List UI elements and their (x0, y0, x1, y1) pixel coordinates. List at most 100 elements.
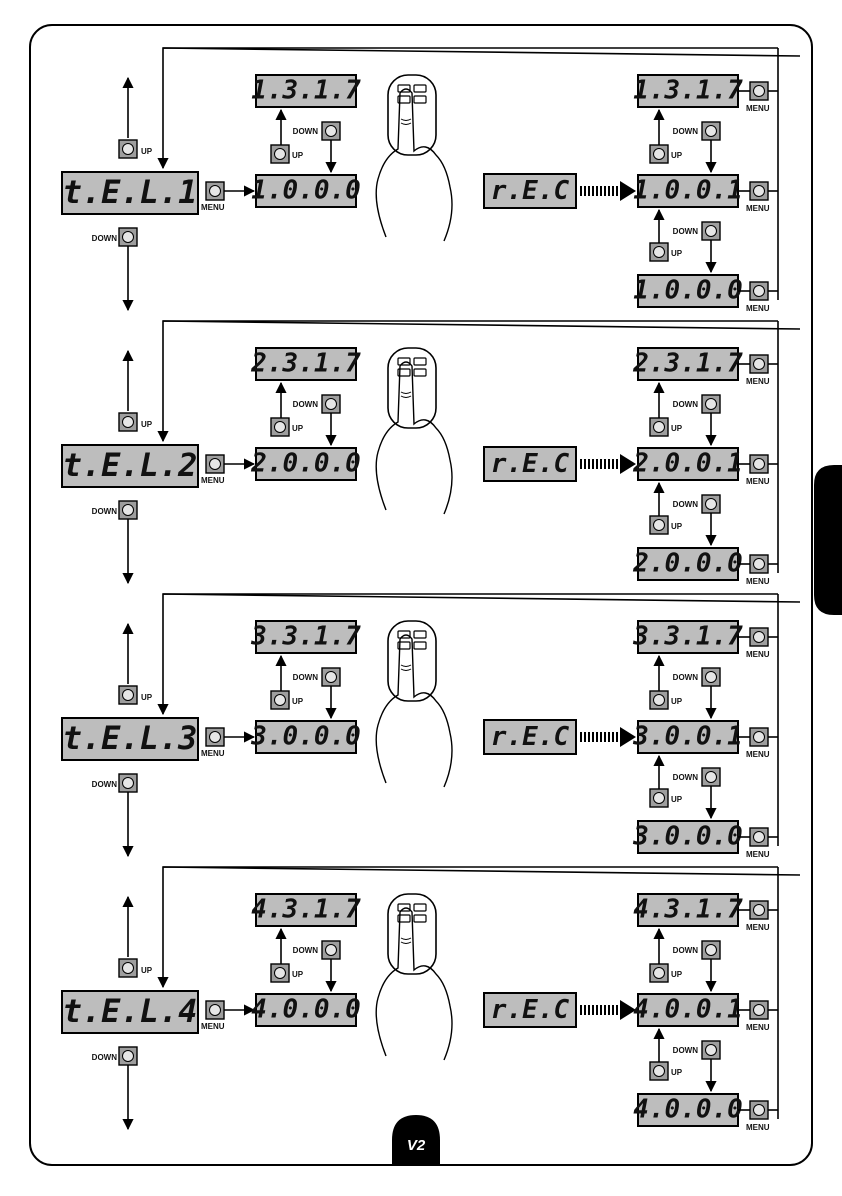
down-label: DOWN (673, 227, 699, 236)
upper-value-display-frame (637, 74, 739, 108)
menu-button-circle (753, 904, 765, 916)
up-button-circle (274, 421, 286, 433)
down-button-circle (705, 944, 717, 956)
channel-row-1: t.E.L.1UPDOWNMENU1.3.1.71.0.0.0UPDOWNr.E… (61, 47, 801, 313)
down-label: DOWN (92, 507, 118, 516)
lower-value-display: 4.0.0.0 (633, 1095, 743, 1125)
menu-button-circle (209, 185, 221, 197)
menu-button-circle (753, 831, 765, 843)
learned-value-display-frame (637, 720, 739, 754)
down-label: DOWN (673, 1046, 699, 1055)
footer-tab (392, 1115, 440, 1165)
remote-hand-icon (375, 893, 453, 1061)
learned-value-display: 2.0.0.1 (632, 449, 743, 479)
down-button-circle (325, 944, 337, 956)
lower-value-display-frame (637, 820, 739, 854)
top-value-display-frame (255, 74, 357, 108)
up-label: UP (141, 966, 153, 975)
upper-value-display: 1.3.1.7 (633, 76, 743, 106)
v2-logo: V2 (407, 1137, 426, 1154)
up-button-circle (122, 962, 134, 974)
lower-value-display: 2.0.0.0 (632, 549, 743, 579)
rec-display-frame (483, 173, 577, 209)
learned-value-display: 1.0.0.1 (633, 176, 743, 206)
up-button-circle (653, 967, 665, 979)
learned-value-display-frame (637, 447, 739, 481)
down-button-circle (705, 498, 717, 510)
up-button-circle (653, 694, 665, 706)
menu-button-circle (753, 185, 765, 197)
menu-display-frame (61, 717, 199, 761)
top-value-display-frame (255, 347, 357, 381)
menu-label: MENU (746, 750, 770, 759)
channel-row-3: t.E.L.3UPDOWNMENU3.3.1.73.0.0.0UPDOWNr.E… (61, 593, 801, 859)
menu-display-frame (61, 444, 199, 488)
menu-label: MENU (746, 1023, 770, 1032)
up-button-circle (122, 689, 134, 701)
rec-display-frame (483, 992, 577, 1028)
up-label: UP (141, 420, 153, 429)
upper-value-display-frame (637, 620, 739, 654)
menu-display-frame (61, 990, 199, 1034)
menu-label: MENU (201, 203, 225, 212)
dotted-arrow-head (620, 727, 636, 747)
down-button-circle (705, 125, 717, 137)
up-button-circle (653, 792, 665, 804)
menu-label: MENU (201, 749, 225, 758)
top-value-display: 4.3.1.7 (251, 895, 361, 925)
start-value-display-frame (255, 447, 357, 481)
down-label: DOWN (92, 780, 118, 789)
rec-display: r.E.C (491, 722, 570, 752)
upper-value-display: 4.3.1.7 (633, 895, 743, 925)
menu-button-circle (209, 458, 221, 470)
rec-display-frame (483, 719, 577, 755)
menu-label: MENU (746, 304, 770, 313)
lower-value-display: 1.0.0.0 (633, 276, 743, 306)
up-button-circle (653, 148, 665, 160)
rec-display: r.E.C (491, 995, 570, 1025)
up-button-circle (653, 421, 665, 433)
down-label: DOWN (293, 673, 319, 682)
menu-label: MENU (746, 1123, 770, 1132)
channel-row-4: t.E.L.4UPDOWNMENU4.3.1.74.0.0.0UPDOWNr.E… (61, 866, 801, 1132)
menu-label: MENU (201, 1022, 225, 1031)
up-button-circle (274, 694, 286, 706)
up-button-circle (122, 143, 134, 155)
menu-label: MENU (746, 104, 770, 113)
start-value-display-frame (255, 720, 357, 754)
up-label: UP (671, 151, 683, 160)
down-button-circle (122, 777, 134, 789)
dotted-arrow-head (620, 454, 636, 474)
down-label: DOWN (673, 946, 699, 955)
up-label: UP (292, 970, 304, 979)
up-label: UP (671, 697, 683, 706)
start-value-display: 2.0.0.0 (250, 449, 361, 479)
menu-button-circle (753, 631, 765, 643)
down-button-circle (122, 1050, 134, 1062)
menu-button-circle (753, 358, 765, 370)
down-button-circle (705, 1044, 717, 1056)
remote-hand-icon (375, 347, 453, 515)
menu-button-circle (753, 1104, 765, 1116)
up-label: UP (671, 249, 683, 258)
down-button-circle (705, 771, 717, 783)
up-label: UP (141, 693, 153, 702)
dotted-arrow-head (620, 181, 636, 201)
top-value-display: 3.3.1.7 (250, 622, 361, 652)
menu-button-circle (209, 1004, 221, 1016)
menu-label: MENU (746, 850, 770, 859)
up-label: UP (141, 147, 153, 156)
menu-button-circle (753, 85, 765, 97)
down-label: DOWN (673, 673, 699, 682)
menu-display: t.E.L.3 (63, 719, 198, 757)
up-button-circle (653, 519, 665, 531)
channel-row-2: t.E.L.2UPDOWNMENU2.3.1.72.0.0.0UPDOWNr.E… (61, 320, 801, 586)
top-value-display: 2.3.1.7 (250, 349, 361, 379)
learned-value-display-frame (637, 174, 739, 208)
up-button-circle (274, 967, 286, 979)
menu-label: MENU (746, 204, 770, 213)
upper-value-display-frame (637, 893, 739, 927)
menu-label: MENU (746, 577, 770, 586)
